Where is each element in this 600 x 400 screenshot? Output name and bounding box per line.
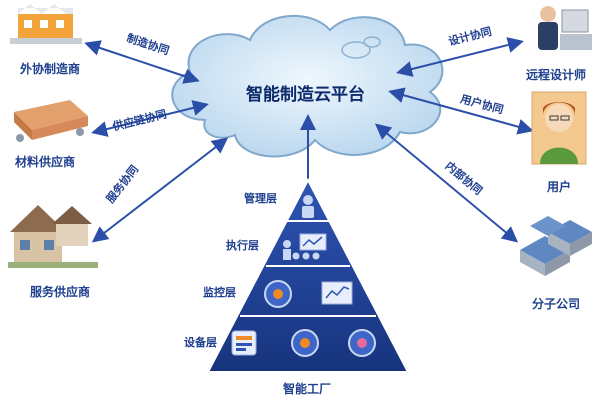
material-label: 材料供应商 bbox=[15, 155, 76, 169]
outsource-factory-icon bbox=[10, 4, 82, 44]
layer-label-equipment: 设备层 bbox=[184, 336, 217, 349]
material-supplier-icon bbox=[14, 100, 88, 142]
pyramid bbox=[206, 177, 410, 373]
arrow-service bbox=[91, 137, 229, 243]
layer-label-monitoring: 监控层 bbox=[203, 286, 236, 299]
user-avatar-icon bbox=[531, 91, 587, 165]
meeting-icon bbox=[283, 233, 327, 260]
designer-icon bbox=[538, 6, 592, 50]
layer-label-execution: 执行层 bbox=[226, 239, 259, 252]
subsidiary-label: 分子公司 bbox=[532, 297, 581, 311]
outsource-label: 外协制造商 bbox=[20, 62, 81, 76]
arrow-subsidiary bbox=[374, 123, 519, 243]
smart-factory-label: 智能工厂 bbox=[283, 382, 332, 396]
arrow-outsource bbox=[84, 40, 200, 84]
manager-icon bbox=[302, 195, 314, 218]
platform-title: 智能制造云平台 bbox=[246, 85, 365, 105]
user-label: 用户 bbox=[547, 180, 572, 194]
service-label: 服务供应商 bbox=[30, 285, 91, 299]
chart-monitor-icon bbox=[321, 281, 353, 305]
service-supplier-icon bbox=[8, 205, 98, 268]
equipment-icons bbox=[231, 329, 376, 357]
gear-monitor-icon bbox=[264, 280, 292, 308]
subsidiary-buildings-icon bbox=[520, 216, 592, 276]
designer-label: 远程设计师 bbox=[526, 68, 587, 82]
arrow-material bbox=[91, 100, 209, 137]
arrow-designer bbox=[396, 37, 524, 77]
layer-label-management: 管理层 bbox=[244, 192, 277, 205]
